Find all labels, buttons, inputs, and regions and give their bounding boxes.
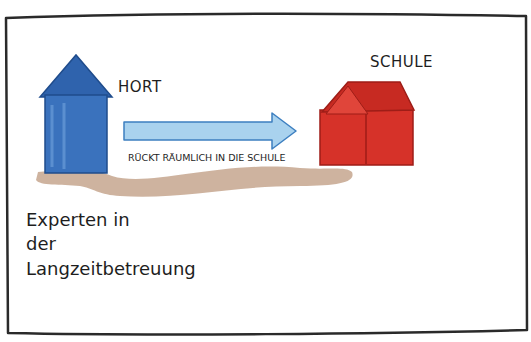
house-body: [45, 95, 107, 173]
house-label: HORT: [118, 78, 162, 96]
house-roof: [40, 55, 112, 97]
note-text: Experten in der Langzeitbetreuung: [26, 208, 141, 281]
house-drawing: [40, 55, 112, 173]
block-arrow: [124, 113, 296, 149]
sketch-frame: [6, 14, 527, 335]
schule-house: SCHULE: [318, 80, 415, 165]
house-gable: [326, 86, 368, 114]
house-label: SCHULE: [370, 53, 433, 71]
house-body: [320, 110, 413, 165]
hatch-lines: [52, 103, 64, 169]
house-drawing: [318, 80, 415, 165]
house-edge: [365, 114, 367, 164]
hort-house: HORT: [40, 55, 112, 173]
arrow-label: RÜCKT RÄUMLICH IN DIE SCHULE: [126, 152, 287, 163]
